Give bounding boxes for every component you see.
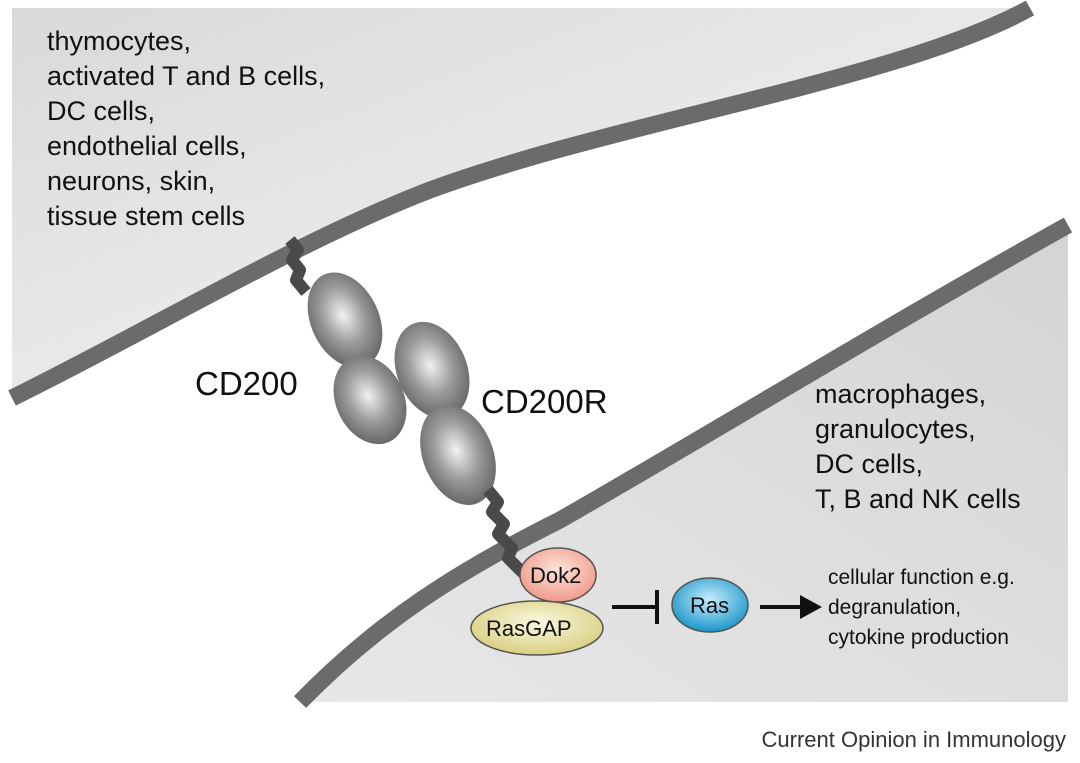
cell-type: endothelial cells,	[47, 131, 247, 161]
cell-type: tissue stem cells	[47, 201, 246, 231]
cell-type: thymocytes,	[47, 26, 192, 56]
cd200-domain-1	[307, 272, 383, 368]
outcome-text: cellular function e.g. degranulation, cy…	[828, 563, 1015, 653]
cd200-domain-2	[333, 355, 407, 445]
outcome-line: cellular function e.g.	[828, 566, 1015, 589]
ras-node	[671, 577, 749, 633]
top-cell-membrane	[8, 0, 1035, 406]
bottom-cell-membrane	[293, 217, 1073, 708]
cd200-label: CD200	[195, 365, 298, 402]
activation-arrow-head	[800, 595, 822, 619]
cell-type: DC cells,	[815, 449, 924, 479]
cd200-stalk	[285, 236, 311, 296]
rasgap-label: RasGAP	[486, 616, 572, 641]
bottom-cell-types: macrophages, granulocytes, DC cells, T, …	[815, 377, 1021, 517]
cell-type: activated T and B cells,	[47, 61, 326, 91]
dok2-label: Dok2	[530, 563, 582, 588]
ras-label: Ras	[690, 593, 730, 618]
cell-type: T, B and NK cells	[815, 484, 1021, 514]
cell-type: granulocytes,	[815, 414, 976, 444]
cell-type: macrophages,	[815, 379, 987, 409]
cell-type: neurons, skin,	[47, 166, 216, 196]
cd200r-stalk	[483, 486, 536, 585]
journal-credit: Current Opinion in Immunology	[761, 727, 1066, 752]
outcome-line: degranulation,	[828, 596, 962, 619]
cell-type: DC cells,	[47, 96, 156, 126]
outcome-line: cytokine production	[828, 626, 1009, 649]
top-cell-types: thymocytes, activated T and B cells, DC …	[47, 24, 325, 234]
cd200r-domain-2	[420, 405, 496, 505]
top-cell-cytoplasm	[12, 8, 1030, 392]
rasgap-node	[470, 600, 604, 656]
cd200r-domain-1	[394, 321, 470, 419]
cd200r-label: CD200R	[481, 383, 608, 420]
